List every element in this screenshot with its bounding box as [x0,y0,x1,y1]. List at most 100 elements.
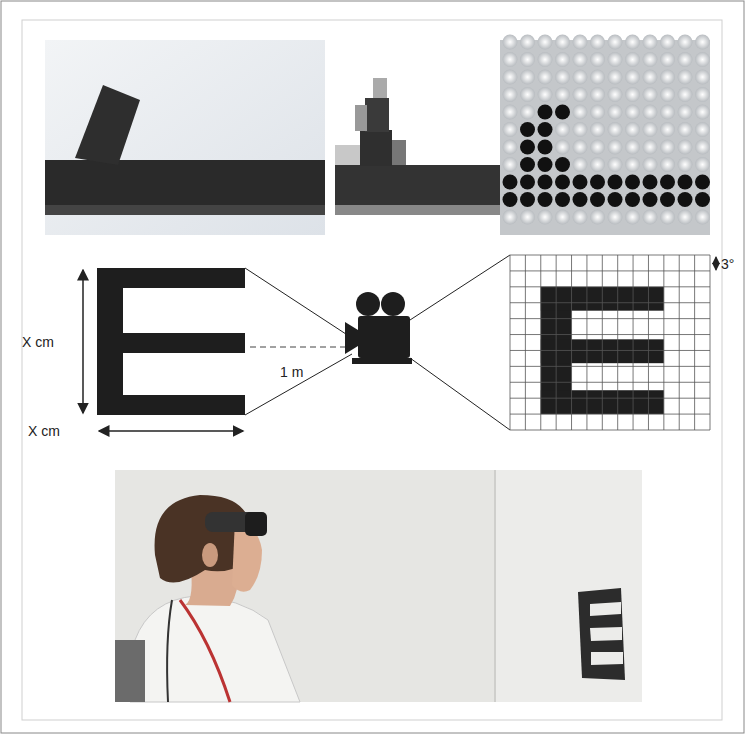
grid-line [694,255,695,430]
phosphene-dot [538,140,553,155]
phosphene-dot [608,210,623,225]
phosphene-dot [660,122,675,137]
height-arrow [82,270,84,413]
grid-line [648,255,649,430]
phosphene-dot [573,87,588,102]
phosphene-dot [503,210,518,225]
dimension-label: X cm [22,335,54,349]
phosphene-dot [590,157,605,172]
angle-arrow [716,257,717,270]
phosphene-dot [643,52,658,67]
grid-line [540,255,541,430]
grid-line [679,255,680,430]
subject-photo [115,470,642,702]
grid-line [710,255,711,430]
phosphene-dot [695,87,710,102]
phosphene-dot [520,192,535,207]
grid-line [510,350,710,351]
view-line [245,354,352,415]
phosphene-dot [608,70,623,85]
phosphene-dot [590,70,605,85]
grid-line [510,270,710,271]
phosphene-dot [608,192,623,207]
grid-line [510,255,511,430]
phosphene-dot [678,70,693,85]
phosphene-dot [678,140,693,155]
phosphene-dot [520,210,535,225]
view-line [410,255,510,320]
phosphene-dot [555,35,570,50]
phosphene-dot [503,157,518,172]
phosphene-image [500,35,710,236]
phosphene-dot [555,140,570,155]
phosphene-dot [590,175,605,190]
phosphene-dot [520,157,535,172]
phosphene-dot [590,210,605,225]
grid-line [663,255,664,430]
phosphene-dot [590,52,605,67]
phosphene-dot [555,175,570,190]
phosphene-dot [590,122,605,137]
phosphene-dot [555,210,570,225]
phosphene-dot [608,35,623,50]
phosphene-dot [643,140,658,155]
phosphene-dot [573,70,588,85]
grid-line [510,255,710,256]
phosphene-dot [660,87,675,102]
phosphene-dot [625,140,640,155]
grid-line [510,286,710,287]
grid-line [633,255,634,430]
phosphene-dot [608,122,623,137]
phosphene-dot [643,87,658,102]
pixel-grid [510,255,710,430]
grid-line [510,398,710,399]
phosphene-dot [660,35,675,50]
phosphene-dot [625,210,640,225]
phosphene-dot [695,157,710,172]
phosphene-dot [608,87,623,102]
phosphene-dot [678,175,693,190]
distance-label: 1 m [280,365,303,379]
view-line [245,268,352,338]
phosphene-dot [695,210,710,225]
phosphene-dot [625,192,640,207]
phosphene-dot [590,87,605,102]
phosphene-dot [643,192,658,207]
phosphene-dot [660,140,675,155]
angle-label: 3° [721,257,734,271]
phosphene-dot [503,140,518,155]
grid-line [510,302,710,303]
phosphene-dot [695,175,710,190]
phosphene-dot [520,122,535,137]
phosphene-dot [573,122,588,137]
phosphene-dot [625,122,640,137]
phosphene-dot [538,87,553,102]
grid-line [510,366,710,367]
phosphene-dot [573,157,588,172]
grid-line [571,255,572,430]
phosphene-dot [520,70,535,85]
phosphene-dot [503,175,518,190]
phosphene-dot [555,70,570,85]
grid-line [510,334,710,335]
phosphene-dot [503,70,518,85]
phosphene-dot [625,175,640,190]
phosphene-dot [590,105,605,120]
phosphene-dot [678,122,693,137]
phosphene-dot [555,105,570,120]
phosphene-dot [590,192,605,207]
grid-line [556,255,557,430]
phosphene-dot [520,175,535,190]
phosphene-dot [625,105,640,120]
phosphene-dot [573,52,588,67]
grid-line [510,382,710,383]
letter-e [97,268,245,415]
dimension-label: X cm [28,424,60,438]
phosphene-dot [555,52,570,67]
phosphene-dot [520,35,535,50]
phosphene-dot [660,192,675,207]
phosphene-dot [573,175,588,190]
phosphene-dot [503,122,518,137]
phosphene-dot [590,140,605,155]
phosphene-dot [503,87,518,102]
